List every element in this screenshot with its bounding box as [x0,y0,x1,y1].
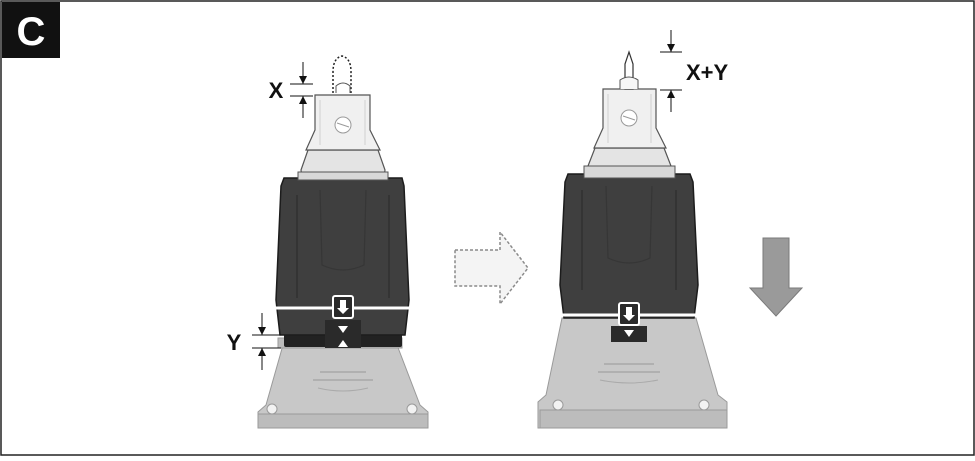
dimension-xy: X+Y [660,30,729,112]
down-arrow-indicator-icon [618,302,640,326]
base-plate-right [537,317,728,429]
dimension-x: X [269,62,313,118]
down-arrow-indicator-icon [332,295,354,319]
down-gray-arrow-icon [748,237,804,317]
triangle-down-icon [338,326,348,333]
triangle-up-icon [338,340,348,347]
collar-left [297,82,389,181]
tool-right: X+Y [537,30,729,429]
screw-hole [406,403,418,415]
dimension-xy-label: X+Y [686,60,729,85]
dimension-y-label: Y [227,330,242,355]
screw-hole [266,403,278,415]
tool-body-left [275,177,410,348]
triangle-down-icon [624,330,634,337]
collar-right [583,50,676,179]
screw-hole [698,399,710,411]
dimension-x-label: X [269,78,284,103]
base-plate-left [257,337,429,429]
tool-body-right [559,173,699,342]
panel-label-box [2,2,60,58]
bit-outline-dotted [332,55,352,93]
tool-left: X Y [227,55,429,429]
screw-hole [552,399,564,411]
panel-label: C [2,2,60,58]
right-outline-arrow-icon [454,229,529,307]
dimension-y: Y [227,313,281,370]
panel-label-text: C [17,10,46,54]
